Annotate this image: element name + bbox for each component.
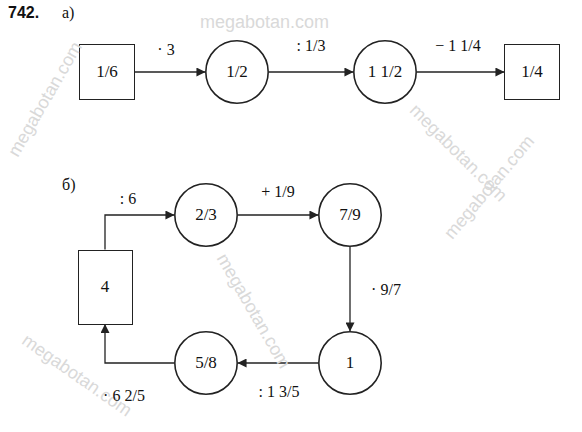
arrow-connector [105,325,174,364]
operation-label: · 6 2/5 [103,387,145,405]
watermark: megabotan.com [4,38,87,160]
value-circle: 2/3 [174,183,238,247]
circle-outline [206,41,268,103]
value-circle: 1/2 [205,40,269,104]
arrow-connector [417,71,504,72]
value-text: 4 [101,277,110,297]
operation-label: − 1 1/4 [435,37,480,55]
operation-label: : 6 [120,190,136,208]
value-box: 1/4 [504,44,560,100]
value-text: 1/2 [226,62,248,82]
value-text: 5/8 [195,353,217,373]
arrow-connector [135,71,205,72]
exercise-number: 742. [8,4,39,22]
circle-outline [319,184,381,246]
arrow-connector [105,215,174,250]
value-circle: 1 [318,331,382,395]
arrow-connector [349,247,350,331]
circle-outline [175,332,237,394]
part-letter: б) [62,176,75,194]
value-circle: 5/8 [174,331,238,395]
operation-label: · 9/7 [371,281,401,299]
operation-label: : 1 3/5 [259,383,300,401]
circle-outline [319,332,381,394]
value-text: 2/3 [195,205,217,225]
circle-outline [175,184,237,246]
watermark: megabotan.com [18,330,136,421]
value-circle: 1 1/2 [353,40,417,104]
arrow-connector [238,214,318,215]
value-text: 1 [346,353,355,373]
value-text: 1/6 [96,62,118,82]
value-text: 1 1/2 [368,62,402,82]
circle-outline [354,41,416,103]
operation-label: : 1/3 [297,37,326,55]
operation-label: · 3 [157,41,174,59]
operation-label: + 1/9 [261,183,294,201]
watermark: megabotan.com [200,12,329,33]
value-box: 4 [78,250,133,325]
value-text: 7/9 [339,205,361,225]
arrow-connector [269,71,353,72]
value-box: 1/6 [79,44,135,100]
part-letter: а) [62,4,74,22]
value-text: 1/4 [521,62,543,82]
value-circle: 7/9 [318,183,382,247]
